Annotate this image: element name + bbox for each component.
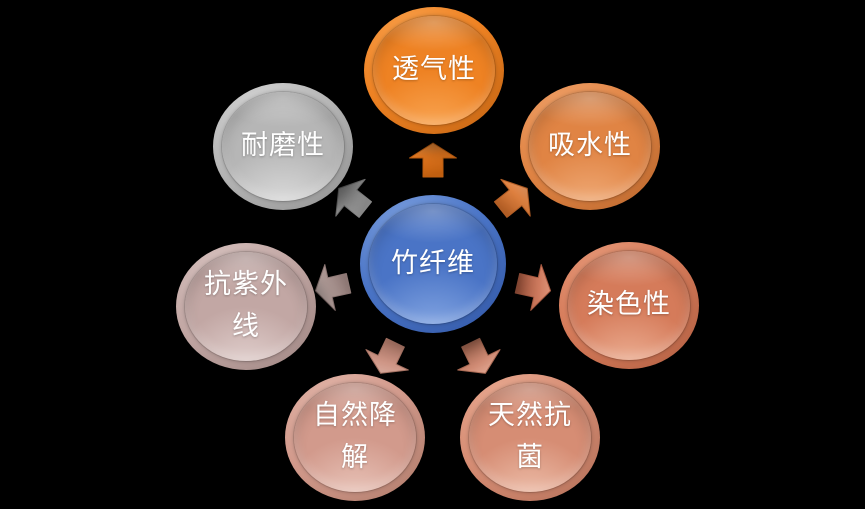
wear-resistance-label-line: 耐磨性 [241, 130, 325, 161]
node-natural-degradation: 自然降解 [285, 373, 425, 501]
natural-antibacterial-label: 天然抗菌 [460, 374, 600, 501]
natural-antibacterial-label-line: 天然抗 [488, 400, 572, 431]
arrow-water-absorption-icon [486, 170, 542, 228]
node-bamboo-fiber: 竹纤维 [360, 195, 506, 333]
node-water-absorption: 吸水性 [520, 82, 660, 210]
arrow-breathability-icon [409, 142, 457, 178]
arrow-natural-degradation-icon [359, 332, 416, 383]
arrow-uv-resistance-icon [310, 260, 354, 313]
uv-resistance-label: 抗紫外线 [176, 243, 316, 370]
wear-resistance-label: 耐磨性 [213, 83, 353, 210]
arrow-dyeability-icon [513, 260, 557, 313]
bamboo-fiber-label: 竹纤维 [360, 195, 506, 333]
dyeability-label-line: 染色性 [587, 289, 671, 320]
natural-degradation-label-line: 解 [341, 442, 369, 473]
natural-antibacterial-label-line: 菌 [516, 442, 544, 473]
breathability-label: 透气性 [364, 7, 504, 134]
arrow-wear-resistance-icon [324, 170, 380, 228]
arrow-natural-antibacterial-icon [450, 332, 507, 383]
breathability-label-line: 透气性 [392, 54, 476, 85]
natural-degradation-label-line: 自然降 [313, 400, 397, 431]
node-natural-antibacterial: 天然抗菌 [460, 373, 600, 501]
node-breathability: 透气性 [364, 6, 504, 134]
node-uv-resistance: 抗紫外线 [176, 242, 316, 370]
water-absorption-label-line: 吸水性 [548, 130, 632, 161]
dyeability-label: 染色性 [559, 242, 699, 369]
uv-resistance-label-line: 抗紫外 [204, 269, 288, 300]
natural-degradation-label: 自然降解 [285, 374, 425, 501]
uv-resistance-label-line: 线 [232, 311, 260, 342]
node-dyeability: 染色性 [559, 241, 699, 369]
node-wear-resistance: 耐磨性 [213, 82, 353, 210]
bamboo-fiber-label-line: 竹纤维 [391, 248, 475, 279]
water-absorption-label: 吸水性 [520, 83, 660, 210]
